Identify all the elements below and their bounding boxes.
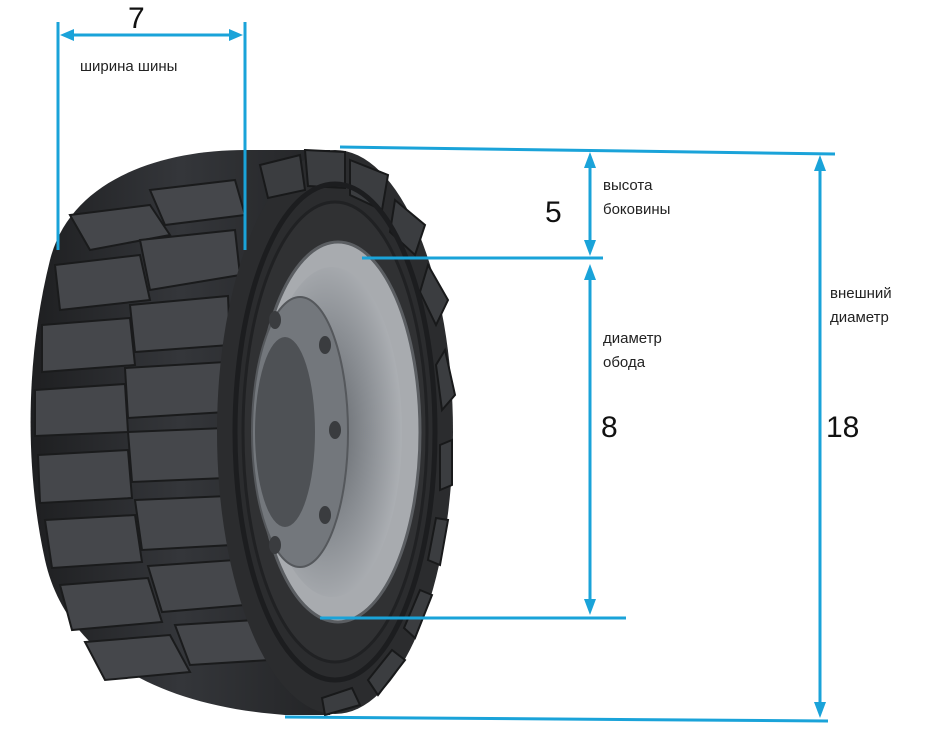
sidewall-label-line2: боковины (603, 201, 670, 218)
rim-value: 8 (601, 411, 618, 444)
outer-arrowhead-top (814, 155, 826, 171)
tire-illustration (30, 148, 457, 717)
width-value: 7 (128, 2, 145, 35)
width-arrowhead-right (229, 29, 243, 41)
sidewall-arrowhead-top (584, 152, 596, 168)
rim-label-line2: обода (603, 354, 646, 371)
width-label: ширина шины (80, 58, 177, 75)
tread-blocks (34, 178, 272, 682)
dimension-lines (56, 22, 836, 723)
outer-label-line1: внешний (830, 285, 892, 302)
arrowheads (60, 29, 826, 718)
sidewall-top-line (339, 145, 836, 156)
rim-arrowhead-top (584, 264, 596, 280)
outer-value: 18 (826, 411, 859, 444)
dimension-labels: 7 ширина шины 5 высота боковины диаметр … (80, 2, 892, 444)
rim-label-line1: диаметр (603, 330, 662, 347)
sidewall-lugs (258, 148, 457, 717)
rim-center-bore (255, 337, 315, 527)
tire-bead-ring (232, 181, 438, 683)
outer-arrowhead-bottom (814, 702, 826, 718)
width-arrowhead-left (60, 29, 74, 41)
outer-label-line2: диаметр (830, 309, 889, 326)
sidewall-value: 5 (545, 196, 562, 229)
sidewall-label-line1: высота (603, 177, 653, 194)
rim-bolt-holes (269, 311, 341, 554)
sidewall-arrowhead-bottom (584, 240, 596, 256)
outer-bottom-line (284, 715, 829, 723)
rim-arrowhead-bottom (584, 599, 596, 615)
